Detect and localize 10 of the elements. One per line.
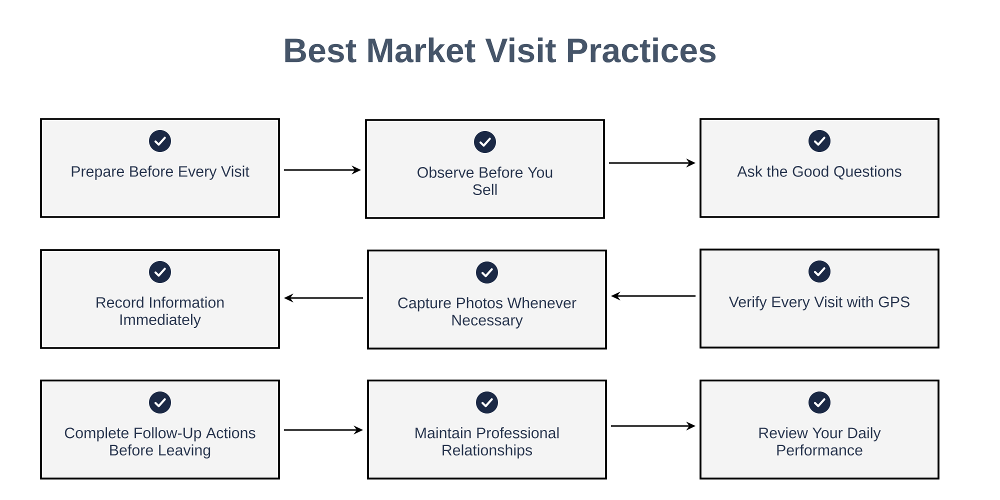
process-box: Complete Follow-Up Actions Before Leaving — [40, 380, 280, 480]
process-box: Verify Every Visit with GPS — [700, 248, 940, 348]
process-box: Observe Before You Sell — [365, 119, 605, 219]
process-box: Ask the Good Questions — [700, 118, 940, 218]
process-box: Review Your Daily Performance — [700, 380, 940, 480]
process-box: Prepare Before Every Visit — [40, 118, 280, 218]
process-box: Record Information Immediately — [40, 249, 280, 349]
title: Best Market Visit Practices — [285, 38, 716, 62]
process-box: Maintain Professional Relationships — [367, 380, 607, 480]
process-box: Capture Photos Whenever Necessary — [367, 250, 607, 350]
